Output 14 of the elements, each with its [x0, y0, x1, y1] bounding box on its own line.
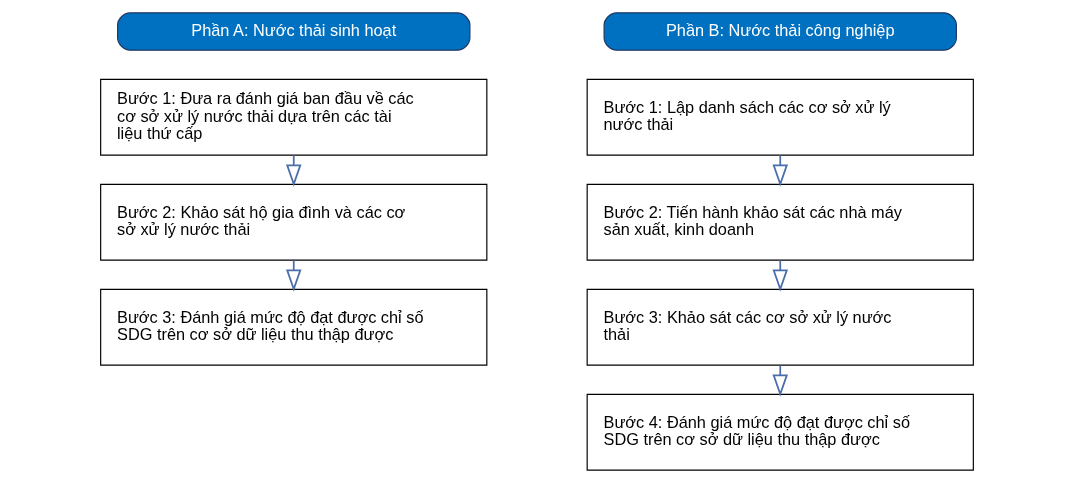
- node-box: Bước 2: Tiến hành khảo sát các nhà máy sản xuất, kinh doanh: [586, 183, 974, 261]
- arrow: [286, 154, 302, 187]
- node-box: Phần B: Nước thải công nghiệp: [603, 12, 957, 51]
- node-box: Bước 1: Đưa ra đánh giá ban đầu về các cơ sở xử lý nước thải dựa trên các tài liệu thứ cấp: [100, 78, 488, 156]
- node-box: Bước 2: Khảo sát hộ gia đình và các cơ sở xử lý nước thải: [100, 183, 488, 261]
- node-box: Bước 4: Đánh giá mức độ đạt được chỉ số SDG trên cơ sở dữ liệu thu thập được: [586, 393, 974, 471]
- arrow: [772, 364, 788, 397]
- arrow: [286, 259, 302, 292]
- arrow: [772, 259, 788, 292]
- arrow: [772, 154, 788, 187]
- node-box: Phần A: Nước thải sinh hoạt: [117, 12, 471, 51]
- node-box: Bước 3: Khảo sát các cơ sở xử lý nước thải: [586, 288, 974, 366]
- node-box: Bước 1: Lập danh sách các cơ sở xử lý nước thải: [586, 78, 974, 156]
- node-box: Bước 3: Đánh giá mức độ đạt được chỉ số SDG trên cơ sở dữ liệu thu thập được: [100, 288, 488, 366]
